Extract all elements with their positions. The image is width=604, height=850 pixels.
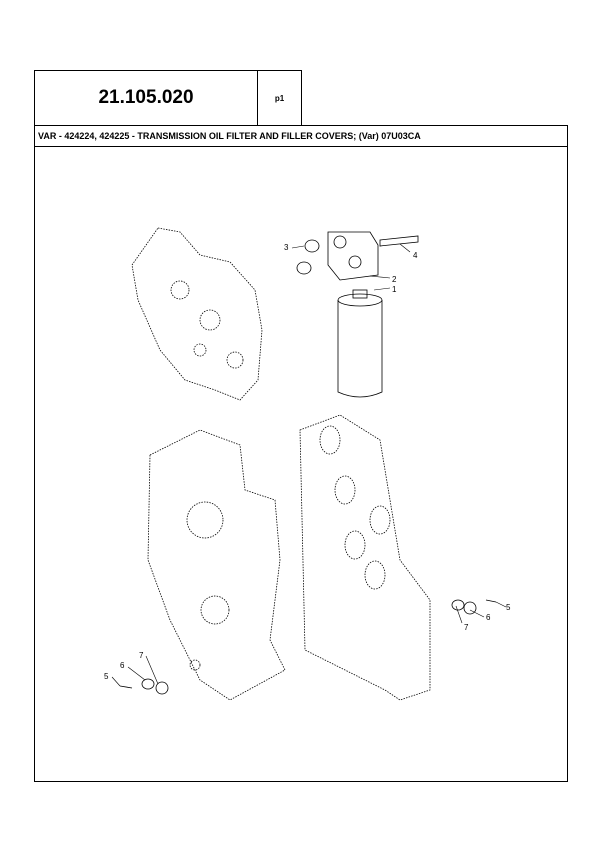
gasket-plate [131,227,263,401]
callout-1: 1 [392,285,397,294]
callout-3: 3 [284,243,289,252]
callout-6-left: 6 [120,661,125,670]
callout-6-right: 6 [486,613,491,622]
transmission-housing-rear [299,414,431,701]
callout-5-right: 5 [506,603,511,612]
transmission-housing-front [147,429,286,701]
filler-cover-right [451,599,497,615]
callout-4: 4 [413,251,418,260]
callout-7-right: 7 [464,623,469,632]
leader-lines [111,243,507,687]
section-code: 21.105.020 [98,87,194,108]
callout-5-left: 5 [104,672,109,681]
oil-filter-cartridge [337,289,383,398]
filter-head [296,231,419,281]
diagram-area [34,146,568,782]
callout-2: 2 [392,275,397,284]
page-label: p1 [274,93,285,103]
callout-7-left: 7 [139,651,144,660]
filler-cover-left [119,678,169,695]
